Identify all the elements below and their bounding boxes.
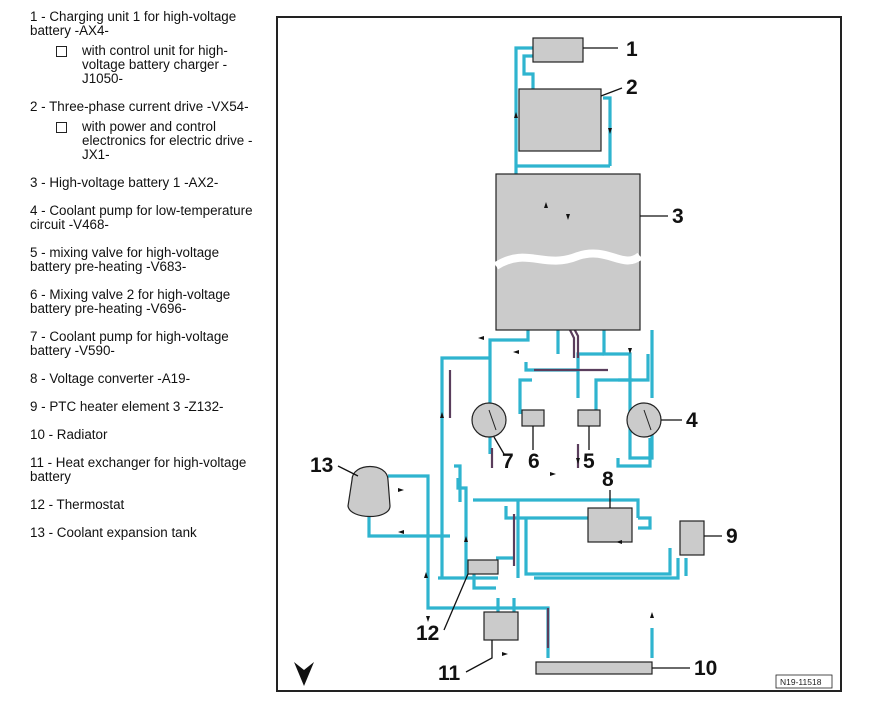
charging-unit <box>532 37 584 63</box>
tag-8: 8 <box>602 468 614 491</box>
tag-4: 4 <box>686 409 698 432</box>
flow-arrow-icon <box>513 350 519 354</box>
flow-arrow-icon <box>576 458 580 464</box>
flow-arrow-icon <box>544 202 548 208</box>
flow-arrow-icon <box>398 488 404 492</box>
flow-arrow-icon <box>440 412 444 418</box>
drive-unit <box>518 88 602 152</box>
components <box>347 37 705 675</box>
leader-line <box>465 640 493 673</box>
legend-item-5: 5 - mixing valve for high-voltage batter… <box>30 245 220 274</box>
flow-arrows <box>398 112 654 656</box>
tag-5: 5 <box>583 450 595 473</box>
leader-line <box>337 465 359 477</box>
legend-item-11: 11 - Heat exchanger for high-voltage bat… <box>30 455 247 484</box>
leader-line <box>493 436 505 455</box>
legend-list: 1 - Charging unit 1 for high-voltage bat… <box>30 10 262 554</box>
reference-code: N19-11518 <box>780 677 822 687</box>
hv-battery <box>495 173 641 331</box>
reference-box <box>775 674 833 689</box>
flow-arrow-icon <box>628 348 632 354</box>
voltage-converter <box>587 507 633 543</box>
tag-1: 1 <box>626 38 638 61</box>
component-tags: 1 2 3 4 5 6 7 8 9 10 11 12 13 <box>310 38 738 685</box>
coolant-circuit-diagram: 1 2 3 4 5 6 7 8 9 10 11 12 13 N19-11518 <box>276 16 842 692</box>
flow-arrow-icon <box>650 612 654 618</box>
tag-7: 7 <box>502 450 514 473</box>
heat-exchanger <box>483 611 519 641</box>
flow-arrow-icon <box>616 540 622 544</box>
flow-arrow-icon <box>464 536 468 542</box>
flow-arrow-icon <box>514 112 518 118</box>
mixing-valve-6 <box>521 409 545 427</box>
diagram-canvas: 1 2 3 4 5 6 7 8 9 10 11 12 13 N19-11518 <box>294 37 833 689</box>
tag-10: 10 <box>694 657 717 680</box>
tag-6: 6 <box>528 450 540 473</box>
legend-item-12: 12 - Thermostat <box>30 497 125 512</box>
tag-13: 13 <box>310 454 333 477</box>
coolant-lines <box>367 46 688 658</box>
legend-item-10: 10 - Radiator <box>30 427 108 442</box>
pump-arrow-icon <box>488 409 497 431</box>
flow-arrow-icon <box>608 128 612 134</box>
pump-arrow-icon <box>643 409 652 431</box>
legend-sub-text-1: with control unit for high-voltage batte… <box>82 43 228 86</box>
legend-item-2: 2 - Three-phase current drive -VX54- <box>30 99 249 114</box>
flow-arrow-icon <box>426 616 430 622</box>
orientation-arrow-icon <box>294 662 314 686</box>
flow-arrow-icon <box>398 530 404 534</box>
legend-item-9: 9 - PTC heater element 3 -Z132- <box>30 399 224 414</box>
radiator <box>535 661 653 675</box>
battery-break-mark <box>493 249 643 270</box>
flow-arrow-icon <box>424 572 428 578</box>
leader-line <box>600 87 623 97</box>
checkbox-bullet-icon <box>56 122 67 133</box>
legend-item-1: 1 - Charging unit 1 for high-voltage bat… <box>30 9 237 38</box>
checkbox-bullet-icon <box>56 46 67 57</box>
thermostat <box>467 559 499 575</box>
tag-9: 9 <box>726 525 738 548</box>
hv-coolant-pump <box>471 402 507 438</box>
mixing-valve-5 <box>577 409 601 427</box>
leader-line <box>443 573 469 631</box>
tag-11: 11 <box>438 662 461 685</box>
tag-2: 2 <box>626 76 638 99</box>
legend-item-8: 8 - Voltage converter -A19- <box>30 371 191 386</box>
legend-item-6: 6 - Mixing valve 2 for high-voltage batt… <box>30 287 231 316</box>
legend-sub-item-1: with control unit for high-voltage batte… <box>30 44 262 86</box>
legend-item-7: 7 - Coolant pump for high-voltage batter… <box>30 329 229 358</box>
flow-arrow-icon <box>478 336 484 340</box>
tag-3: 3 <box>672 205 684 228</box>
legend-item-4: 4 - Coolant pump for low-temperature cir… <box>30 203 253 232</box>
flow-arrow-icon <box>550 472 556 476</box>
leader-lines <box>337 47 722 673</box>
ptc-heater <box>679 520 705 556</box>
legend-item-3: 3 - High-voltage battery 1 -AX2- <box>30 175 219 190</box>
legend-sub-text-2: with power and control electronics for e… <box>82 119 253 162</box>
tag-12: 12 <box>416 622 439 645</box>
flow-arrow-icon <box>566 214 570 220</box>
lt-coolant-pump <box>626 402 662 438</box>
legend-item-13: 13 - Coolant expansion tank <box>30 525 197 540</box>
flow-arrow-icon <box>502 652 508 656</box>
legend-sub-item-2: with power and control electronics for e… <box>30 120 262 162</box>
expansion-tank <box>347 466 391 517</box>
